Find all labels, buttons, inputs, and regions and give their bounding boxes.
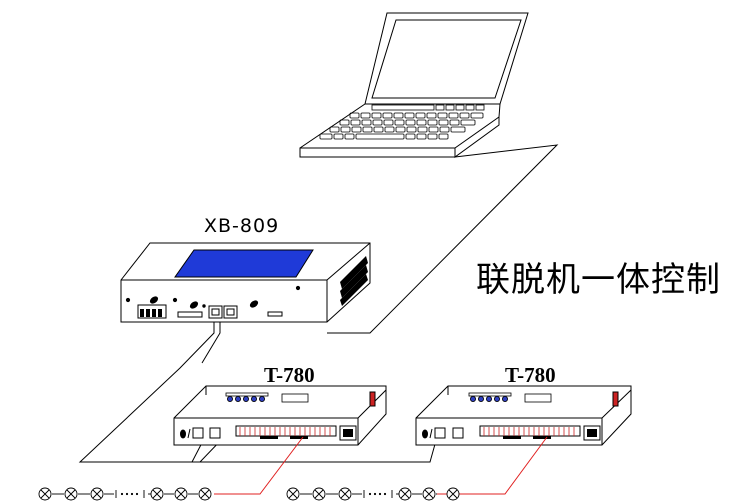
controller-screen <box>174 249 314 278</box>
lamp-string-2 <box>286 487 460 501</box>
t780-driver-2 <box>415 385 632 446</box>
output-terminals-2 <box>479 425 581 439</box>
lamp-icon <box>90 487 104 501</box>
lamp-icon <box>174 487 188 501</box>
signal-lines <box>214 436 548 495</box>
output-terminals-1 <box>235 425 337 439</box>
lamp-icon <box>64 487 78 501</box>
lamp-icon <box>286 487 300 501</box>
laptop-icon <box>299 12 529 158</box>
status-led-1 <box>369 391 376 407</box>
lamp-icon <box>38 487 52 501</box>
lamp-string-1 <box>38 487 212 501</box>
driver-2-label: T-780 <box>505 363 556 387</box>
lamp-icon <box>312 487 326 501</box>
t780-driver-1 <box>173 385 387 446</box>
lamp-icon <box>422 487 436 501</box>
ethernet-port-2 <box>223 305 238 319</box>
controller-label: XB-809 <box>204 215 280 237</box>
vent-grille <box>340 256 368 306</box>
lamp-icon <box>198 487 212 501</box>
network-cable <box>78 144 559 463</box>
lamp-icon <box>150 487 164 501</box>
power-socket-1 <box>339 425 357 441</box>
power-socket-2 <box>583 425 601 441</box>
driver-1-label: T-780 <box>264 363 315 387</box>
status-led-2 <box>612 391 619 407</box>
xb809-controller <box>120 242 371 323</box>
terminal-block <box>137 304 167 319</box>
diagram-title: 联脱机一体控制 <box>476 260 721 300</box>
lamp-icon <box>446 487 460 501</box>
lamp-icon <box>338 487 352 501</box>
ethernet-port-1 <box>208 305 223 319</box>
lamp-icon <box>398 487 412 501</box>
